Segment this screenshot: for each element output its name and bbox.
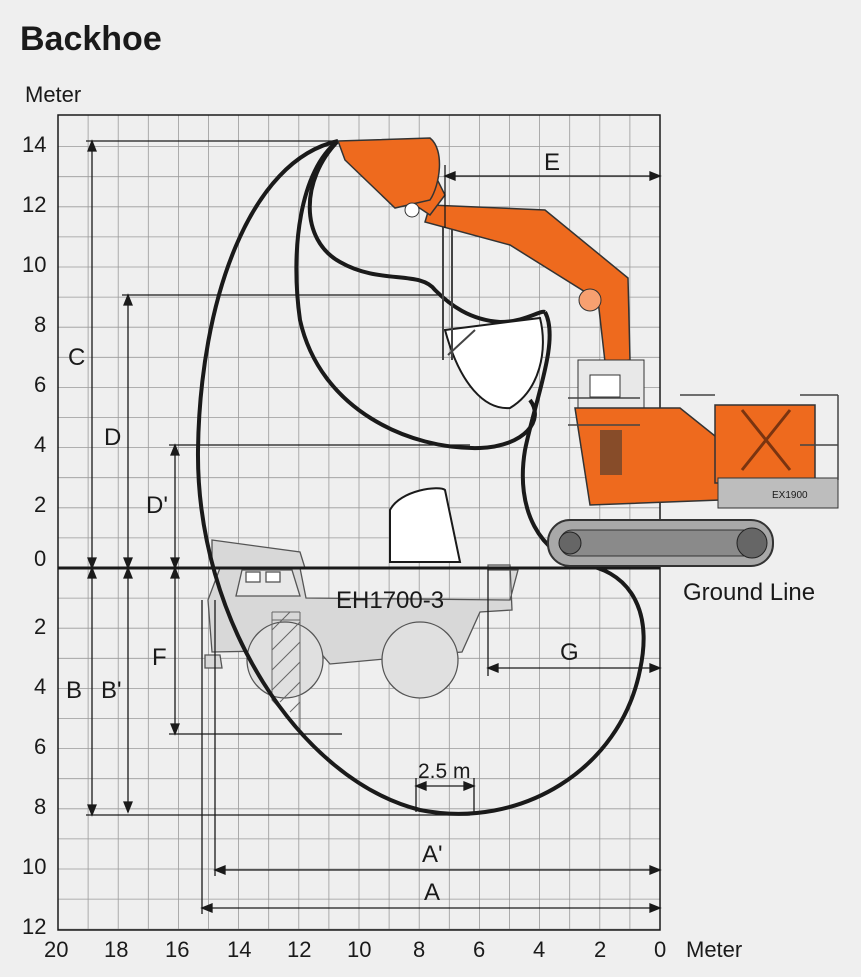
arrow-D-top [123, 293, 133, 306]
boom-pin-icon [578, 288, 602, 312]
arrow-A-right [649, 903, 662, 913]
x-tick-20: 20 [44, 937, 68, 962]
y-axis-unit: Meter [25, 82, 81, 107]
bucket-ground-position [389, 487, 462, 563]
bucket-curl-position [443, 316, 544, 410]
diagram-title: Backhoe [20, 20, 162, 58]
x-tick-2: 2 [594, 937, 606, 962]
stick-outline [442, 225, 476, 360]
arrow-C-top [87, 139, 97, 152]
bucket-outlines [389, 316, 544, 563]
x-axis-unit: Meter [686, 937, 742, 962]
label-A: A [424, 879, 440, 906]
x-tick-6: 6 [473, 937, 485, 962]
truck-model-label: EH1700-3 [336, 587, 444, 614]
label-E: E [544, 149, 560, 176]
truck-bumper [204, 654, 223, 669]
truck-canopy [211, 539, 306, 569]
track-inner [559, 529, 761, 557]
x-tick-10: 10 [347, 937, 371, 962]
x-tick-4: 4 [533, 937, 545, 962]
excavator-railings [568, 394, 839, 480]
engine-cross-brace [740, 409, 792, 471]
arrow-E-right [649, 171, 662, 181]
x-tick-labels: 20 18 16 14 12 10 8 6 4 2 0 Meter [44, 937, 742, 962]
track-sprocket-icon [736, 527, 768, 559]
excavator-front-house [574, 407, 721, 506]
x-tick-0: 0 [654, 937, 666, 962]
arrow-D-bot [123, 557, 133, 570]
arm-pin-icon [404, 202, 420, 218]
y-tick-neg12: 12 [22, 914, 46, 939]
arrow-C-bot [87, 557, 97, 570]
label-D-prime: D' [146, 492, 168, 519]
y-tick-12: 12 [22, 192, 46, 217]
arrow-A-left [200, 903, 213, 913]
label-B: B [66, 677, 82, 704]
label-A-prime: A' [422, 841, 443, 868]
bucket-width-label: 2.5 m [418, 760, 471, 783]
y-tick-6: 6 [34, 372, 46, 397]
y-tick-neg2: 2 [34, 614, 46, 639]
arrow-Bp-top [123, 566, 133, 579]
x-tick-16: 16 [165, 937, 189, 962]
y-tick-10: 10 [22, 252, 46, 277]
excavator: EX1900 [336, 137, 839, 567]
dump-truck [204, 539, 519, 699]
y-tick-2: 2 [34, 492, 46, 517]
excavator-counterweight [717, 477, 839, 509]
label-C: C [68, 344, 85, 371]
arrow-G-left [486, 663, 499, 673]
excavator-badge: EX1900 [772, 490, 808, 501]
arrow-Bp-bot [123, 801, 133, 814]
label-B-prime: B' [101, 677, 122, 704]
x-tick-8: 8 [413, 937, 425, 962]
arrow-E-left [443, 171, 456, 181]
truck-front-wheel [246, 621, 324, 699]
y-tick-4: 4 [34, 432, 46, 457]
y-tick-neg4: 4 [34, 674, 46, 699]
excavator-bucket [336, 137, 441, 209]
arrow-Dp-bot [170, 557, 180, 570]
x-tick-18: 18 [104, 937, 128, 962]
label-F: F [152, 644, 167, 671]
label-D: D [104, 424, 121, 451]
label-G: G [560, 639, 579, 666]
arrow-Ap-right [649, 865, 662, 875]
arrow-F-bot [170, 723, 180, 736]
house-vent [600, 430, 622, 475]
arrow-B-top [87, 566, 97, 579]
truck-rear-wheel [381, 621, 459, 699]
arrow-Dp-top [170, 443, 180, 456]
y-tick-neg6: 6 [34, 734, 46, 759]
y-tick-14: 14 [22, 132, 46, 157]
excavator-engine-house [714, 404, 816, 484]
dimension-labels: C D D' B B' F E G A' A 2.5 m [66, 149, 579, 906]
truck-window-left [245, 571, 261, 583]
y-tick-0: 0 [34, 546, 46, 571]
y-tick-neg10: 10 [22, 854, 46, 879]
arrow-G-right [649, 663, 662, 673]
x-tick-14: 14 [227, 937, 251, 962]
outer-reach-envelope [195, 139, 646, 816]
arrow-F-top [170, 566, 180, 579]
x-tick-12: 12 [287, 937, 311, 962]
y-tick-neg8: 8 [34, 794, 46, 819]
mid-reach-envelope [294, 139, 537, 451]
truck-window-right [265, 571, 281, 583]
dimension-lines [86, 139, 662, 914]
arrow-width-left [414, 781, 427, 791]
track-idler-icon [558, 531, 582, 555]
ground-line-label: Ground Line [683, 579, 815, 606]
arrow-width-right [463, 781, 476, 791]
arrow-Ap-left [213, 865, 226, 875]
y-tick-8: 8 [34, 312, 46, 337]
cab-window [589, 374, 621, 398]
y-tick-labels: 14 12 10 8 6 4 2 0 2 4 6 8 10 12 [22, 132, 46, 939]
arrow-B-bot [87, 804, 97, 817]
